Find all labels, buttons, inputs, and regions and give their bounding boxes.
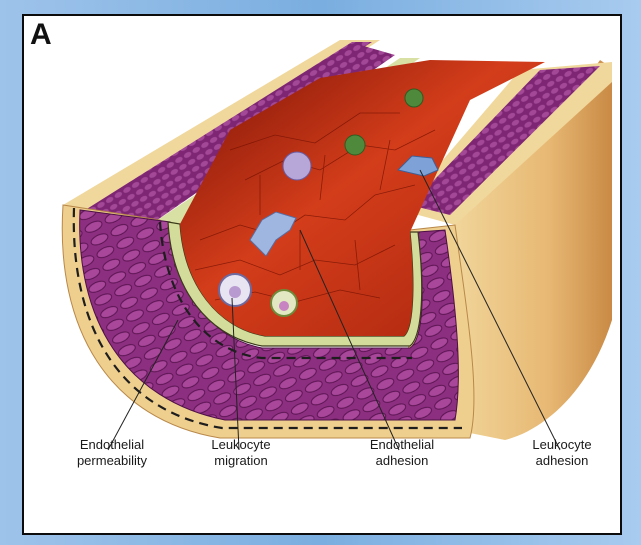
label-endothelial-permeability: Endothelial permeability [52, 437, 172, 469]
leukocyte-3 [283, 152, 311, 180]
label-leukocyte-adhesion: Leukocyte adhesion [502, 437, 622, 469]
label-endothelial-adhesion: Endothelial adhesion [342, 437, 462, 469]
leukocyte-1 [405, 89, 423, 107]
label-leukocyte-migration: Leukocyte migration [181, 437, 301, 469]
panel-letter: A [30, 18, 52, 52]
leukocyte-2 [345, 135, 365, 155]
